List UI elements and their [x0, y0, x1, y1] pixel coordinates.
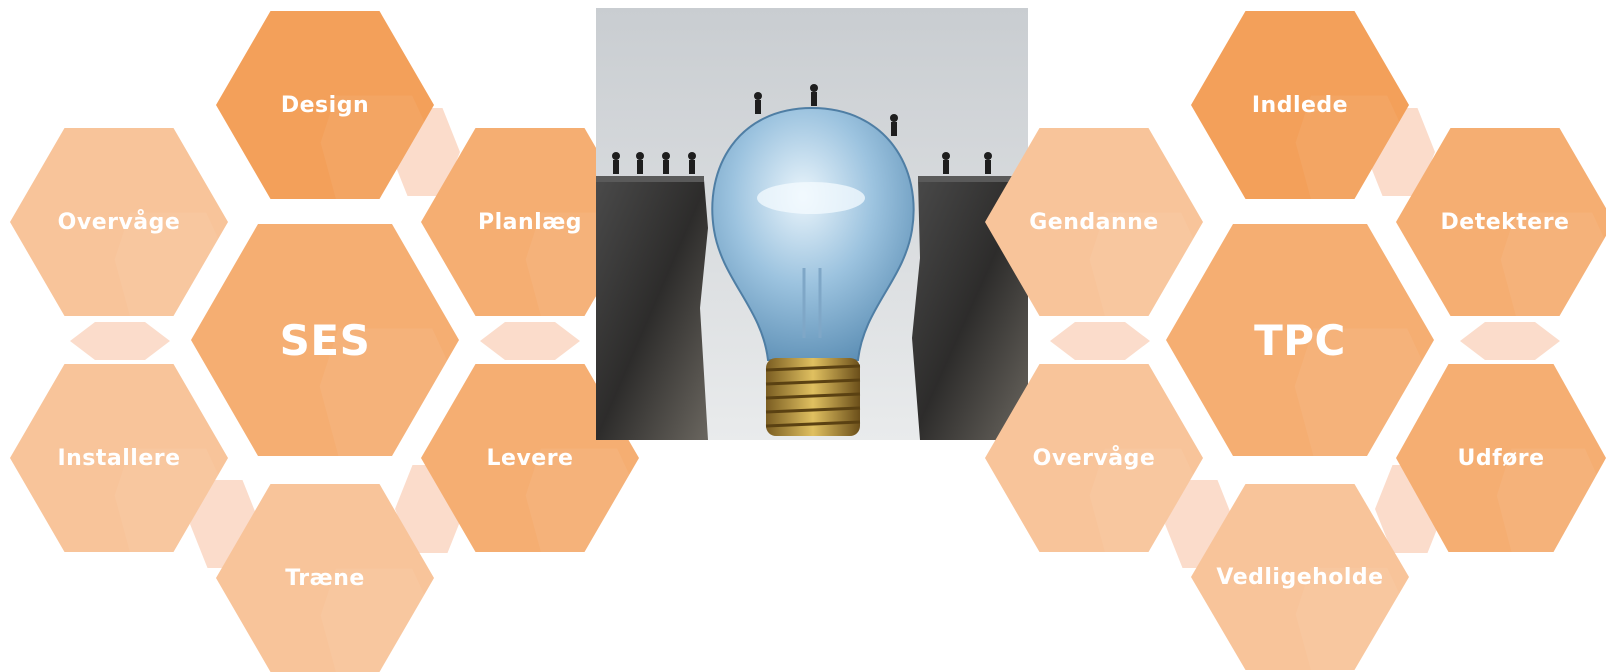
hex-label: Indlede	[1251, 92, 1349, 118]
hex-label: Design	[280, 92, 370, 118]
hex-label: Installere	[57, 445, 181, 471]
hex-label: Træne	[285, 565, 365, 591]
hex-label: Gendanne	[1029, 209, 1159, 235]
hex-label: Levere	[486, 445, 574, 471]
hex-label: Detektere	[1440, 209, 1570, 235]
connector	[480, 322, 580, 360]
hex-center-label: TPC	[1254, 315, 1346, 365]
lightbulb-bridge-image	[596, 8, 1028, 440]
hex-indlede: Indlede	[1191, 11, 1409, 199]
hex-label: Vedligeholde	[1216, 564, 1384, 590]
hex-center-label: SES	[279, 315, 371, 365]
hex-label: Overvåge	[1032, 445, 1156, 471]
hex-overvage-left: Overvåge	[10, 128, 228, 316]
connector	[1050, 322, 1150, 360]
hex-label: Planlæg	[477, 209, 582, 235]
hex-center-ses: SES	[191, 224, 459, 456]
hex-label: Overvåge	[57, 209, 181, 235]
hex-center-tpc: TPC	[1166, 224, 1434, 456]
hex-label: Udføre	[1457, 445, 1545, 471]
connector	[70, 322, 170, 360]
connector	[1460, 322, 1560, 360]
